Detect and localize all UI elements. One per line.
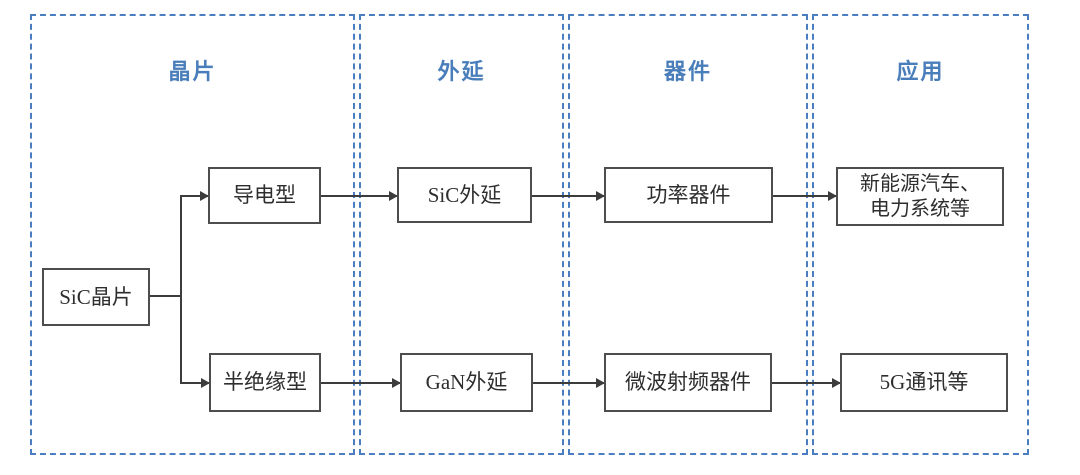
column-application: 应用 [812,14,1029,455]
node-microwave-rf-devices: 微波射频器件 [604,353,772,412]
connector-sic-wafer-branch [180,195,182,384]
node-app-new-energy-vehicles-line2: 电力系统等 [870,197,970,220]
node-sic-wafer: SiC晶片 [42,268,150,326]
node-sic-epitaxy-label: SiC外延 [427,182,502,207]
column-header-wafer: 晶片 [168,59,217,84]
column-header-device: 器件 [663,59,712,84]
node-power-devices: 功率器件 [604,167,773,223]
column-header-application: 应用 [896,59,945,84]
node-conductive-type: 导电型 [208,167,321,224]
node-semi-insulating-type: 半绝缘型 [209,353,321,412]
column-device: 器件 [568,14,808,455]
node-app-new-energy-vehicles: 新能源汽车、 电力系统等 [836,167,1004,226]
node-gan-epitaxy: GaN外延 [400,353,533,412]
column-header-epitaxy: 外延 [437,59,486,84]
arrow-gan-epitaxy-to-rf-devices [533,378,605,388]
arrow-sic-wafer-to-semi-insulating [181,378,210,388]
arrow-rf-devices-to-5g [772,378,841,388]
node-app-new-energy-vehicles-line1: 新能源汽车、 [860,172,980,195]
arrow-conductive-to-sic-epitaxy [321,191,398,201]
node-sic-wafer-label: SiC晶片 [59,284,133,309]
node-app-5g-communication: 5G通讯等 [840,353,1008,412]
node-sic-epitaxy: SiC外延 [397,167,532,223]
column-epitaxy: 外延 [359,14,564,455]
column-wafer: 晶片 [30,14,355,455]
node-gan-epitaxy-label: GaN外延 [425,370,508,395]
arrow-sic-wafer-to-conductive [181,191,209,201]
node-conductive-type-label: 导电型 [233,183,296,208]
connector-sic-wafer-stem [150,295,181,297]
node-semi-insulating-type-label: 半绝缘型 [223,370,307,395]
node-app-5g-communication-label: 5G通讯等 [879,370,969,395]
arrow-semi-insulating-to-gan-epitaxy [321,378,401,388]
arrow-sic-epitaxy-to-power-devices [532,191,605,201]
node-power-devices-label: 功率器件 [646,182,731,207]
node-microwave-rf-devices-label: 微波射频器件 [625,370,751,395]
arrow-power-devices-to-applications [773,191,837,201]
